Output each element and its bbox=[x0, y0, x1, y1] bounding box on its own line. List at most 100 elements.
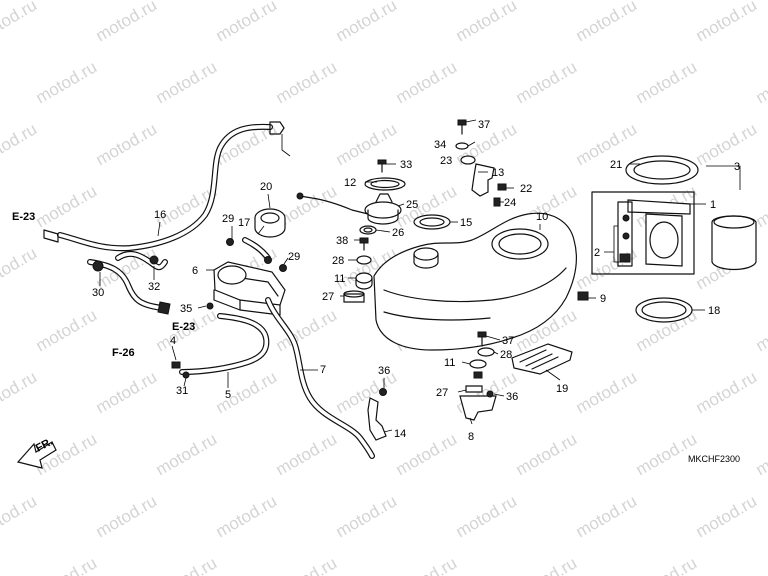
watermark-text: motod.ru bbox=[693, 0, 761, 45]
callout-9: 9 bbox=[600, 293, 606, 305]
part-7-hose bbox=[265, 297, 375, 459]
callout-19: 19 bbox=[556, 383, 568, 395]
watermark-text: motod.ru bbox=[333, 0, 401, 45]
watermark-text: motod.ru bbox=[753, 57, 768, 107]
leader-lines bbox=[99, 119, 741, 433]
watermark-text: motod.ru bbox=[93, 119, 161, 169]
part-20-cap bbox=[254, 208, 286, 238]
callout-29b: 29 bbox=[288, 251, 300, 263]
callout-12: 12 bbox=[344, 177, 356, 189]
reference-f26: F-26 bbox=[112, 347, 135, 359]
part-27-washer-bottom bbox=[465, 385, 483, 393]
callout-22: 22 bbox=[520, 183, 532, 195]
diagram-code: MKCHF2300 bbox=[688, 454, 740, 464]
watermark-text: motod.ru bbox=[213, 367, 281, 417]
part-21-ring bbox=[625, 155, 699, 185]
part-36-bolt bbox=[473, 371, 483, 379]
watermark-text: motod.ru bbox=[513, 57, 581, 107]
watermark-text: motod.ru bbox=[0, 0, 40, 45]
callout-8: 8 bbox=[468, 431, 474, 443]
callout-34: 34 bbox=[434, 139, 446, 151]
watermark-text: motod.ru bbox=[333, 491, 401, 541]
callout-28b: 28 bbox=[500, 349, 512, 361]
watermark-text: motod.ru bbox=[573, 243, 641, 293]
reference-e23-top: E-23 bbox=[12, 211, 35, 223]
callout-27a: 27 bbox=[322, 291, 334, 303]
part-13-bracket bbox=[471, 163, 495, 197]
watermark-text: motod.ru bbox=[693, 119, 761, 169]
watermark-text: motod.ru bbox=[93, 367, 161, 417]
callout-29a: 29 bbox=[222, 213, 234, 225]
watermark-text: motod.ru bbox=[393, 57, 461, 107]
watermark-text: motod.ru bbox=[273, 553, 341, 576]
watermark-text: motod.ru bbox=[273, 57, 341, 107]
reference-e23-bottom: E-23 bbox=[172, 321, 195, 333]
watermark-text: motod.ru bbox=[33, 553, 101, 576]
callout-11a: 11 bbox=[334, 273, 345, 285]
part-10-fuel-tank bbox=[373, 212, 578, 351]
part-9-clip bbox=[577, 291, 589, 301]
callout-36a: 36 bbox=[378, 365, 390, 377]
watermark-text: motod.ru bbox=[93, 0, 161, 45]
watermark-text: motod.ru bbox=[33, 305, 101, 355]
watermark-text: motod.ru bbox=[333, 119, 401, 169]
watermark-text: motod.ru bbox=[573, 491, 641, 541]
watermark-text: motod.ru bbox=[753, 429, 768, 479]
watermark-text: motod.ru bbox=[33, 57, 101, 107]
watermark-text: motod.ru bbox=[153, 57, 221, 107]
callout-17: 17 bbox=[238, 217, 250, 229]
direction-arrow bbox=[16, 441, 57, 469]
part-33-screw bbox=[377, 159, 387, 173]
part-35-clip bbox=[206, 302, 214, 310]
callout-1: 1 bbox=[710, 199, 716, 211]
callout-5: 5 bbox=[225, 389, 231, 401]
callout-26: 26 bbox=[392, 227, 404, 239]
part-29-clip bbox=[279, 264, 287, 272]
callout-38: 38 bbox=[336, 235, 348, 247]
part-24-clip bbox=[493, 197, 501, 207]
callout-37b: 37 bbox=[502, 335, 514, 347]
watermark-text: motod.ru bbox=[153, 553, 221, 576]
part-37-bolt-top bbox=[457, 119, 467, 135]
callout-20: 20 bbox=[260, 181, 272, 193]
watermark-text: motod.ru bbox=[33, 181, 101, 231]
callout-16: 16 bbox=[154, 209, 166, 221]
callout-10: 10 bbox=[536, 211, 548, 223]
callout-27b: 27 bbox=[436, 387, 448, 399]
labels: 1 2 3 4 5 6 7 8 9 10 11 11 12 13 14 15 1… bbox=[12, 119, 740, 464]
watermark-text: motod.ru bbox=[273, 429, 341, 479]
callout-24: 24 bbox=[504, 197, 516, 209]
watermark-text: motod.ru bbox=[573, 119, 641, 169]
part-11-collar-bottom bbox=[469, 359, 487, 369]
watermark-text: motod.ru bbox=[0, 243, 40, 293]
watermark-text: motod.ru bbox=[573, 367, 641, 417]
callout-2: 2 bbox=[594, 247, 600, 259]
callout-31: 31 bbox=[176, 385, 188, 397]
watermark-text: motod.ru bbox=[753, 305, 768, 355]
part-18-ring bbox=[635, 297, 693, 323]
watermark-text: motod.ru bbox=[753, 553, 768, 576]
watermark-text: motod.ru bbox=[273, 305, 341, 355]
part-28-grommet-bottom bbox=[477, 347, 495, 357]
callout-25: 25 bbox=[406, 199, 418, 211]
watermark-text: motod.ru bbox=[153, 429, 221, 479]
part-3-filter bbox=[711, 215, 757, 271]
hose-30-32 bbox=[87, 250, 168, 311]
part-38-bolt bbox=[359, 237, 369, 251]
callout-21: 21 bbox=[610, 159, 622, 171]
part-5-hose bbox=[171, 313, 270, 379]
watermark-text: motod.ru bbox=[453, 0, 521, 45]
watermark-text: motod.ru bbox=[453, 491, 521, 541]
part-14-bracket bbox=[367, 388, 387, 441]
callout-23: 23 bbox=[440, 155, 452, 167]
callout-36b: 36 bbox=[506, 391, 518, 403]
callout-13: 13 bbox=[492, 167, 504, 179]
hose-16 bbox=[57, 121, 291, 252]
part-37-bolt-bottom bbox=[477, 331, 487, 347]
watermark-text: motod.ru bbox=[393, 553, 461, 576]
part-1-pump-box bbox=[591, 191, 695, 275]
part-26-oring bbox=[359, 225, 377, 235]
part-27-washer bbox=[343, 290, 365, 303]
part-19-strap bbox=[511, 343, 573, 375]
